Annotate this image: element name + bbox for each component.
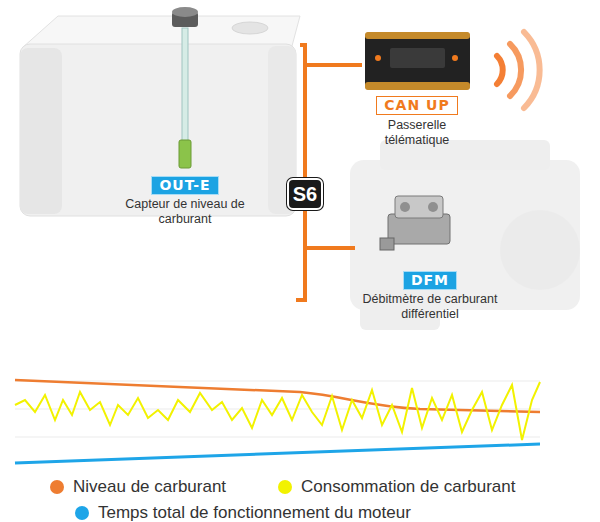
level-sensor: [172, 7, 198, 168]
chart-lines: [15, 380, 540, 463]
legend-item: Consommation de carburant: [278, 477, 516, 497]
legend-text: Consommation de carburant: [301, 477, 516, 497]
fuel-tank-part: [20, 44, 296, 216]
engine-ghost-part: [350, 160, 580, 310]
bus-badge: S6: [287, 178, 323, 210]
fuel-tank-part: [232, 22, 268, 34]
legend-text: Niveau de carburant: [73, 477, 226, 497]
fuel-tank-part: [22, 16, 300, 48]
flowmeter-device-part: [380, 238, 394, 250]
flowmeter-device-part: [395, 196, 443, 218]
level-sensor-part: [182, 28, 188, 146]
engine-hours-line: [15, 444, 540, 463]
device-caption: Capteur de niveau de carburant: [123, 197, 248, 227]
engine-ghost: [350, 140, 580, 330]
gateway-node: CAN UP Passerelle télématique: [362, 25, 472, 148]
radio-waves-part: [510, 44, 521, 96]
gateway-device-part: [390, 48, 445, 68]
device-caption: Passerelle télématique: [365, 118, 470, 148]
device-label: OUT-E: [152, 177, 217, 194]
gateway-device: [365, 32, 470, 90]
fuel-consumption-line: [15, 382, 540, 440]
legend-item: Niveau de carburant: [50, 477, 226, 497]
bus-connector: [305, 65, 362, 178]
bus-label: S6: [293, 183, 317, 205]
radio-waves: [497, 32, 540, 108]
legend-item: Temps total de fonctionnement du moteur: [75, 503, 411, 522]
flowmeter-device-part: [400, 202, 410, 212]
device-label: CAN UP: [376, 96, 457, 115]
fuel-tank: [20, 16, 300, 216]
gateway-device-part: [375, 55, 381, 61]
radio-waves-part: [497, 56, 503, 84]
bus-connector: [305, 210, 355, 248]
flowmeter-device: [380, 196, 450, 250]
chart-grid-part: [15, 381, 540, 382]
engine-ghost-part: [500, 210, 580, 290]
legend-swatch: [50, 480, 64, 494]
legend-swatch: [75, 506, 89, 520]
level-sensor-part: [179, 140, 191, 168]
flowmeter-device-part: [428, 202, 438, 212]
device-caption: Débitmètre de carburant différentiel: [355, 292, 505, 322]
radio-waves-part: [524, 32, 540, 108]
gateway-device-part: [452, 55, 458, 61]
bus-stub-part: [296, 248, 305, 300]
gateway-device-part: [365, 82, 470, 90]
level-sensor-part: [172, 7, 198, 17]
device-label: DFM: [404, 272, 456, 289]
fuel-tank-part: [20, 48, 62, 214]
sensor-node: OUT-E Capteur de niveau de carburant: [70, 5, 300, 227]
bus-stub: [296, 248, 305, 300]
gateway-device-part: [365, 32, 470, 39]
legend-text: Temps total de fonctionnement du moteur: [98, 503, 411, 522]
chart-grid-part: [15, 437, 540, 438]
gateway-device-part: [365, 32, 470, 90]
bus-connector: [300, 45, 305, 178]
legend-swatch: [278, 480, 292, 494]
flowmeter-node: DFM Débitmètre de carburant différentiel: [355, 185, 505, 322]
